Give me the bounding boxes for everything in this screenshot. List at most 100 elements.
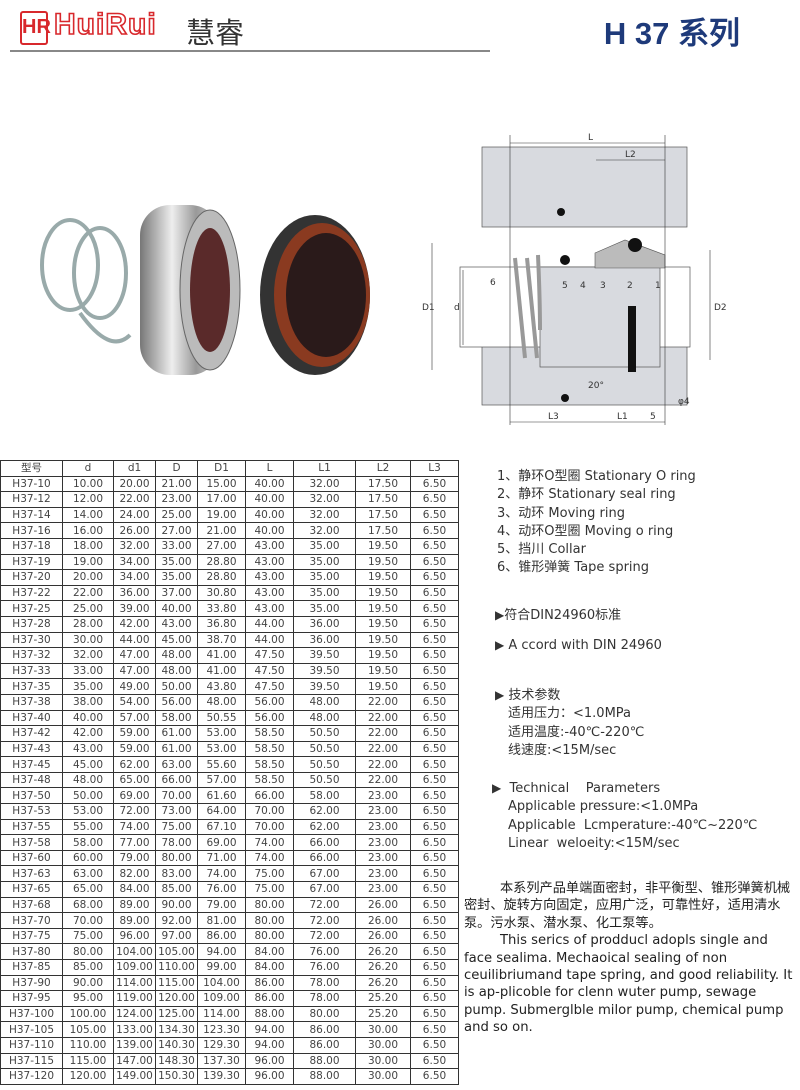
table-cell: 81.00 — [197, 912, 246, 929]
table-cell: H37-120 — [0, 1068, 63, 1085]
table-cell: 40.00 — [245, 522, 294, 539]
table-cell: 26.00 — [355, 927, 411, 945]
logo-mark: HR — [20, 11, 51, 45]
table-cell: 26.20 — [355, 959, 411, 976]
table-cell: 140.30 — [155, 1036, 198, 1054]
table-cell: 96.00 — [113, 927, 156, 945]
table-cell: 26.00 — [355, 896, 411, 914]
dim-label-L: L — [588, 133, 593, 143]
table-cell: 40.00 — [245, 506, 294, 524]
table-cell: H37-12 — [0, 491, 63, 508]
dim-label-phi4: φ4 — [678, 397, 690, 407]
table-cell: 6.50 — [410, 756, 459, 773]
table-cell: 30.80 — [197, 584, 246, 602]
spring-image — [40, 218, 132, 344]
table-cell: 6.50 — [410, 943, 459, 960]
table-cell: 50.50 — [293, 725, 356, 742]
table-cell: 22.00 — [62, 584, 114, 602]
table-cell: 79.00 — [113, 849, 156, 867]
table-cell: 15.00 — [197, 475, 246, 493]
table-cell: 84.00 — [245, 943, 294, 960]
table-cell: 105.00 — [155, 943, 198, 960]
table-cell: 6.50 — [410, 1052, 459, 1070]
table-cell: 44.00 — [245, 631, 294, 649]
table-cell: 19.50 — [355, 662, 411, 680]
table-cell: 41.00 — [197, 662, 246, 680]
table-cell: 82.00 — [113, 865, 156, 883]
table-cell: 6.50 — [410, 990, 459, 1007]
table-cell: 12.00 — [62, 491, 114, 508]
table-cell: 19.00 — [197, 506, 246, 524]
table-cell: 137.30 — [197, 1052, 246, 1070]
parts-list: 1、静环O型圈 Stationary O ring 2、静环 Stationar… — [497, 468, 696, 578]
table-cell: 40.00 — [245, 475, 294, 493]
table-cell: 6.50 — [410, 584, 459, 602]
table-cell: 28.80 — [197, 553, 246, 571]
table-cell: H37-28 — [0, 615, 63, 633]
table-cell: 90.00 — [155, 896, 198, 914]
table-cell: 50.50 — [293, 740, 356, 758]
dim-label-5: 5 — [650, 412, 656, 422]
table-cell: 47.00 — [113, 647, 156, 664]
table-cell: 90.00 — [62, 974, 114, 992]
table-cell: 88.00 — [293, 1052, 356, 1070]
brand-name-en: HuiRui — [53, 7, 157, 42]
description: 本系列产品单端面密封，非平衡型、锥形弹簧机械密封、旋转方向固定，应用广泛，可靠性… — [464, 880, 800, 1037]
table-cell: 63.00 — [62, 865, 114, 883]
table-cell: 23.00 — [355, 865, 411, 883]
table-cell: 74.00 — [113, 818, 156, 836]
table-cell: 110.00 — [155, 959, 198, 976]
table-cell: 48.00 — [293, 709, 356, 727]
table-cell: 75.00 — [245, 865, 294, 883]
table-cell: 48.00 — [155, 647, 198, 664]
table-cell: 114.00 — [197, 1005, 246, 1023]
part-callout-3: 3 — [600, 281, 606, 291]
table-cell: 80.00 — [245, 912, 294, 929]
cross-section-diagram: L L2 D1 d D2 L3 L1 5 φ4 20° 1 2 3 4 5 6 — [422, 133, 727, 425]
table-cell: 109.00 — [197, 990, 246, 1007]
table-cell: 61.00 — [155, 725, 198, 742]
table-cell: 66.00 — [155, 771, 198, 789]
table-cell: 36.00 — [293, 631, 356, 649]
table-cell: 76.00 — [293, 943, 356, 960]
table-cell: 33.00 — [155, 537, 198, 555]
table-cell: 68.00 — [62, 896, 114, 914]
table-cell: 47.50 — [245, 662, 294, 680]
table-cell: 35.00 — [155, 553, 198, 571]
table-cell: 21.00 — [155, 475, 198, 493]
table-cell: 53.00 — [197, 725, 246, 742]
table-cell: 78.00 — [155, 834, 198, 851]
table-cell: 23.00 — [355, 834, 411, 851]
table-cell: 77.00 — [113, 834, 156, 851]
part-callout-4: 4 — [580, 281, 586, 291]
table-cell: 124.00 — [113, 1005, 156, 1023]
table-cell: 74.00 — [197, 865, 246, 883]
table-cell: 39.50 — [293, 662, 356, 680]
table-cell: 92.00 — [155, 912, 198, 929]
table-cell: 76.00 — [197, 881, 246, 898]
table-cell: 22.00 — [355, 740, 411, 758]
table-cell: 6.50 — [410, 787, 459, 805]
table-cell: 125.00 — [155, 1005, 198, 1023]
table-cell: 17.50 — [355, 491, 411, 508]
table-cell: 58.00 — [62, 834, 114, 851]
table-cell: 89.00 — [113, 896, 156, 914]
table-cell: 36.00 — [293, 615, 356, 633]
table-cell: 19.50 — [355, 553, 411, 571]
table-cell: 63.00 — [155, 756, 198, 773]
stationary-ring-image — [260, 215, 370, 375]
table-cell: 71.00 — [197, 849, 246, 867]
table-cell: 6.50 — [410, 927, 459, 945]
table-cell: 62.00 — [293, 818, 356, 836]
table-cell: 19.50 — [355, 647, 411, 664]
table-cell: 6.50 — [410, 600, 459, 617]
table-cell: H37-53 — [0, 803, 63, 820]
table-cell: 56.00 — [245, 709, 294, 727]
table-cell: 99.00 — [197, 959, 246, 976]
